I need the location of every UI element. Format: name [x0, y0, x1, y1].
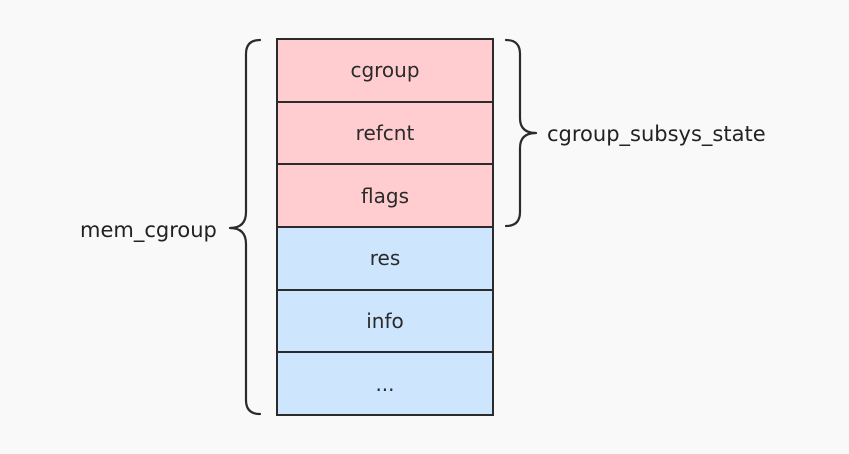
field-refcnt: refcnt — [278, 102, 492, 166]
mem-cgroup-label: mem_cgroup — [80, 218, 217, 242]
right-brace — [504, 38, 538, 228]
field-ellipsis: ... — [278, 353, 492, 415]
field-flags: flags — [278, 165, 492, 229]
left-brace — [228, 38, 262, 416]
field-res: res — [278, 228, 492, 291]
field-info: info — [278, 290, 492, 354]
cgroup-subsys-state-label: cgroup_subsys_state — [547, 122, 766, 146]
struct-field-stack: cgroup refcnt flags res info ... — [276, 38, 494, 416]
field-cgroup: cgroup — [278, 40, 492, 103]
